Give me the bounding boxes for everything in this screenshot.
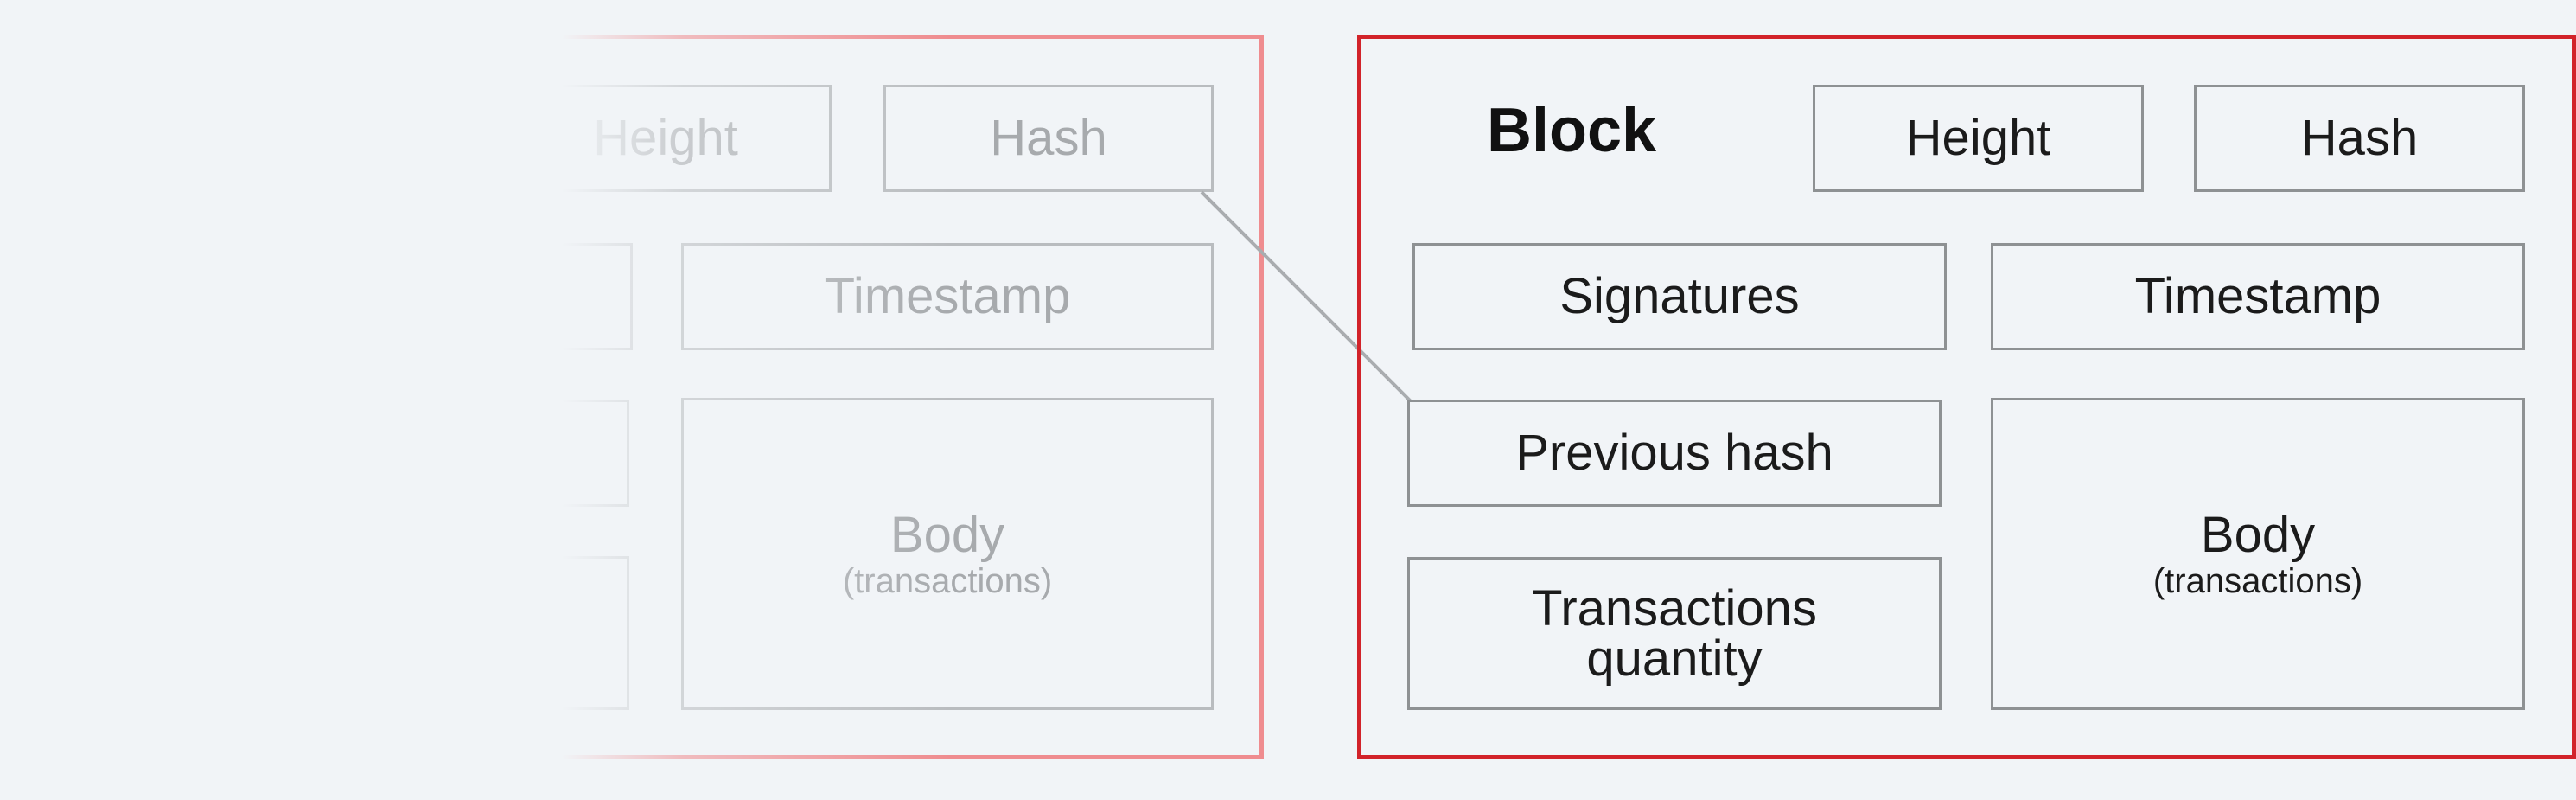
height-label: Height bbox=[1905, 110, 2051, 166]
body-label: Body bbox=[2200, 506, 2316, 563]
height-cell: Height bbox=[1813, 85, 2144, 192]
signatures-cell: Signatures bbox=[1412, 243, 1947, 350]
previous-hash-cell: Previous hash bbox=[1407, 400, 1942, 507]
block-title: Block bbox=[1487, 96, 1657, 165]
prev-hash-cell: Hash bbox=[883, 85, 1214, 192]
hash-label: Hash bbox=[2300, 110, 2419, 166]
transactions-quantity-cell: Transactions quantity bbox=[1407, 557, 1942, 710]
transactions-quantity-line2: quantity bbox=[1586, 630, 1763, 687]
hash-cell: Hash bbox=[2194, 85, 2525, 192]
transactions-quantity-line1: Transactions bbox=[1532, 579, 1817, 637]
body-sublabel: (transactions) bbox=[2152, 561, 2363, 600]
signatures-label: Signatures bbox=[1559, 268, 1800, 324]
prev-hash-label: Hash bbox=[990, 110, 1107, 166]
body-cell: Body (transactions) bbox=[1991, 398, 2525, 710]
block-frame bbox=[1357, 35, 2576, 759]
previous-hash-label: Previous hash bbox=[1515, 425, 1833, 481]
timestamp-label: Timestamp bbox=[2134, 268, 2382, 324]
timestamp-cell: Timestamp bbox=[1991, 243, 2525, 350]
